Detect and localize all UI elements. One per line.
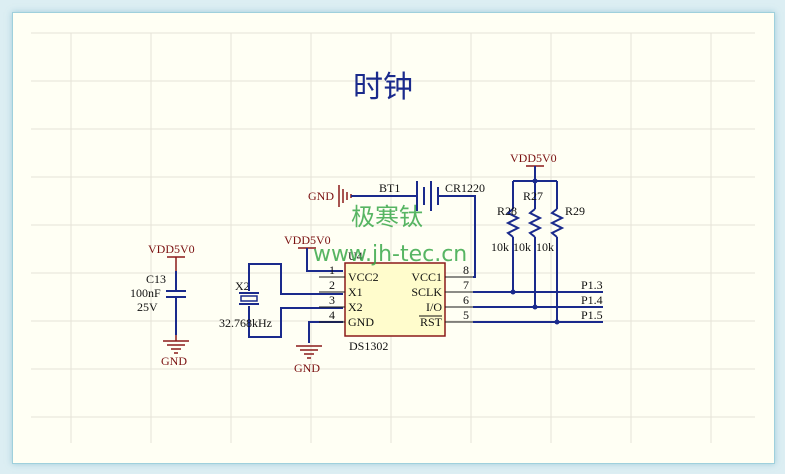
- crystal-value: 32.768kHz: [219, 316, 272, 330]
- battery-bt1: GND BT1 CR1220: [308, 181, 485, 278]
- chip-gnd-label: GND: [294, 361, 320, 375]
- watermark-url: www.jh-tec.cn: [313, 242, 467, 267]
- cap-ref: C13: [146, 272, 166, 286]
- cap-supply-label: VDD5V0: [148, 242, 195, 256]
- pin-4-number: 4: [329, 308, 335, 322]
- schematic-title: 时钟: [353, 70, 413, 105]
- capacitor-c13: VDD5V0 C13 100nF 25V GND: [130, 242, 195, 368]
- pin-6-number: 6: [463, 293, 469, 307]
- net-label-p13: P1.3: [581, 278, 603, 292]
- res-supply-label: VDD5V0: [510, 151, 557, 165]
- pin-8-name: VCC1: [411, 270, 442, 284]
- battery-value: CR1220: [445, 181, 485, 195]
- chip-supply-label: VDD5V0: [284, 233, 331, 247]
- schematic-frame: 时钟 VDD5V0 C13 100nF 25V GND X2 32.768kHz…: [12, 12, 775, 464]
- pin-1-number: 1: [329, 263, 335, 277]
- cap-value: 100nF: [130, 286, 161, 300]
- chip-part: DS1302: [349, 339, 388, 353]
- pin-2-name: X1: [348, 285, 363, 299]
- pin-7-number: 7: [463, 278, 469, 292]
- pin-7-name: SCLK: [411, 285, 442, 299]
- pin-5-number: 5: [463, 308, 469, 322]
- r28-value: 10k: [491, 240, 509, 254]
- watermark-name: 极寒钛: [351, 203, 423, 231]
- chip-ground: GND: [294, 321, 343, 375]
- pin-5-name: RST: [420, 315, 443, 329]
- crystal-ref: X2: [235, 279, 250, 293]
- chip-body: [344, 262, 446, 337]
- schematic-canvas: 时钟 VDD5V0 C13 100nF 25V GND X2 32.768kHz…: [31, 32, 755, 443]
- pin-6-name: I/O: [426, 300, 442, 314]
- signal-nets: P1.3 P1.4 P1.5: [473, 278, 603, 325]
- pin-1-name: VCC2: [348, 270, 379, 284]
- battery-ref: BT1: [379, 181, 400, 195]
- chip-ds1302: U4 1 2 3 4 VCC2 X1 X2 GND 8 7 6 5 VCC1 S…: [319, 249, 473, 353]
- pin-3-name: X2: [348, 300, 363, 314]
- chip-supply: VDD5V0: [284, 233, 343, 272]
- pullup-resistors: VDD5V0 R28 R27 R29 10k 10k 10k: [491, 151, 585, 322]
- cap-gnd-label: GND: [161, 354, 187, 368]
- crystal-x2: X2 32.768kHz: [219, 263, 343, 338]
- pin-8-number: 8: [463, 263, 469, 277]
- battery-gnd-label: GND: [308, 189, 334, 203]
- r27-value: 10k: [513, 240, 531, 254]
- r29-ref: R29: [565, 204, 585, 218]
- r28-ref: R28: [497, 204, 517, 218]
- r27-ref: R27: [523, 189, 543, 203]
- pin-4-name: GND: [348, 315, 374, 329]
- net-label-p14: P1.4: [581, 293, 603, 307]
- cap-voltage: 25V: [137, 300, 158, 314]
- pin-2-number: 2: [329, 278, 335, 292]
- chip-ref: U4: [348, 249, 363, 263]
- net-label-p15: P1.5: [581, 308, 603, 322]
- r29-value: 10k: [536, 240, 554, 254]
- pin-3-number: 3: [329, 293, 335, 307]
